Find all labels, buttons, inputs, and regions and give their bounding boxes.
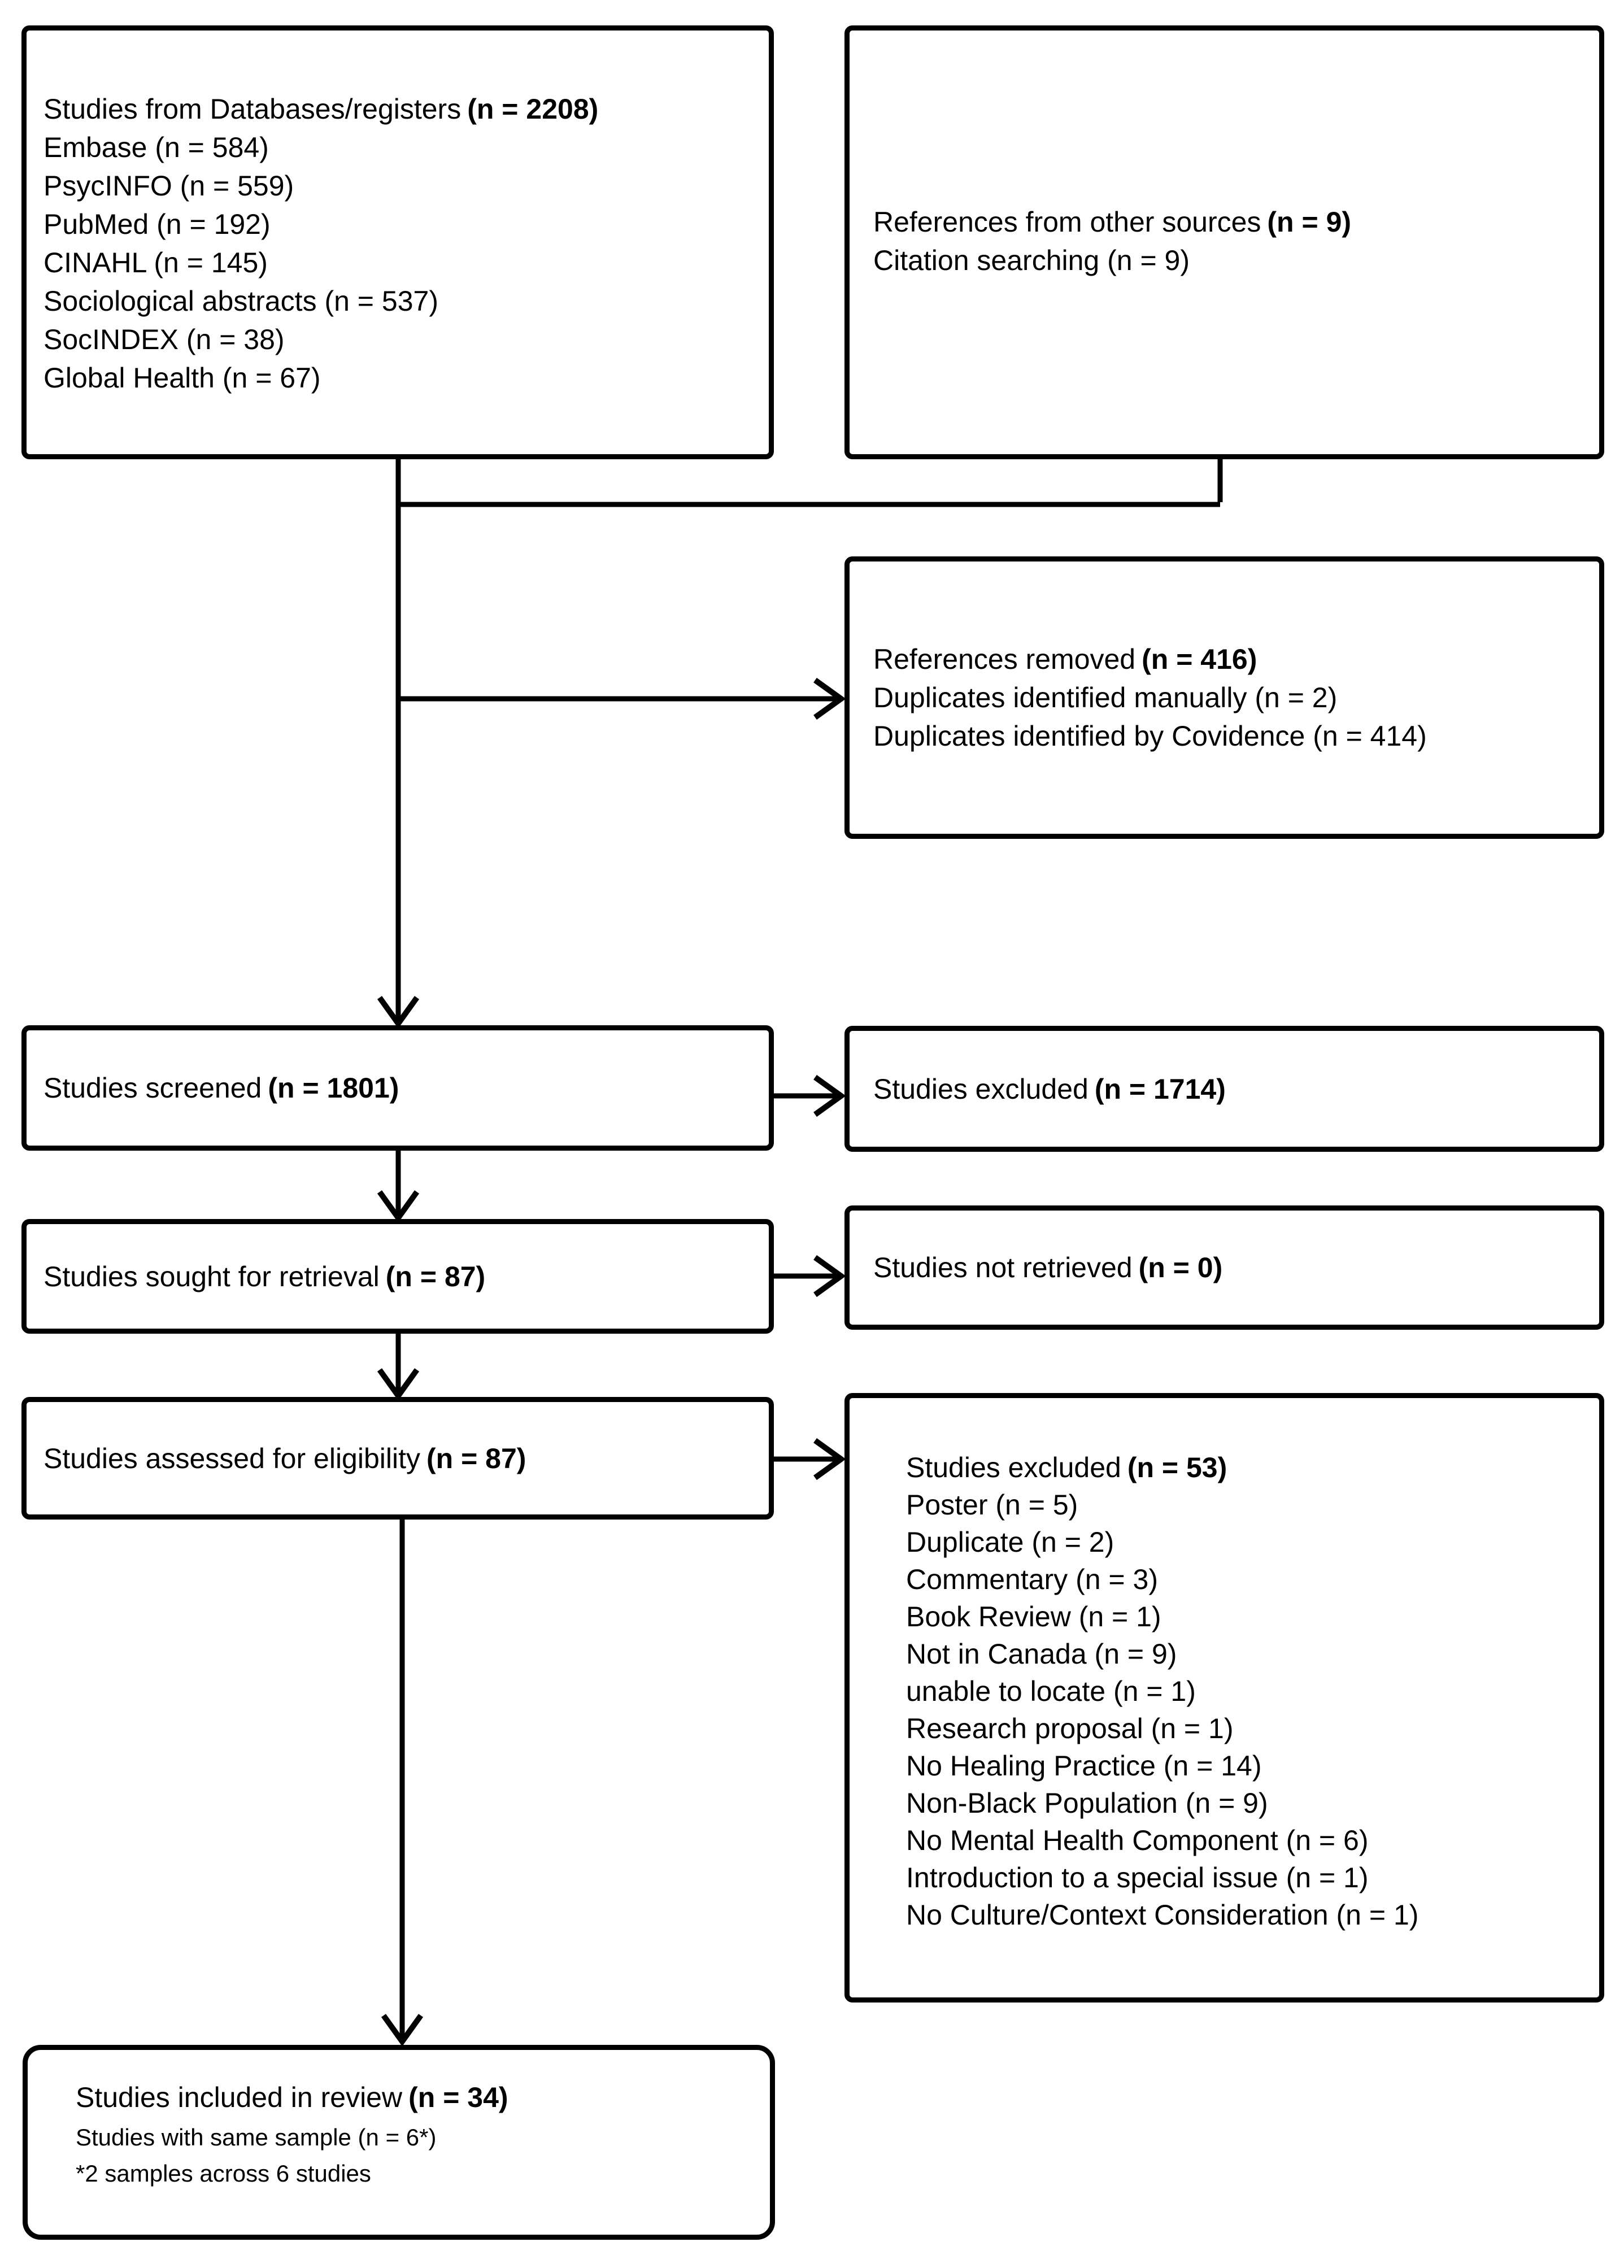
exclusion-reason: Commentary (n = 3) xyxy=(906,1564,1158,1595)
box-title: References removed(n = 416) xyxy=(873,640,1599,678)
database-item: Global Health (n = 67) xyxy=(43,362,321,394)
exclusion-reason: Research proposal (n = 1) xyxy=(906,1713,1234,1744)
box-title: References from other sources(n = 9) xyxy=(873,203,1585,241)
title-text: Studies assessed for eligibility xyxy=(43,1442,420,1474)
box-studies-screened: Studies screened(n = 1801) xyxy=(21,1025,774,1151)
exclusion-reason: No Culture/Context Consideration (n = 1) xyxy=(906,1899,1419,1931)
box-title: Studies assessed for eligibility(n = 87) xyxy=(43,1439,769,1478)
title-text: Studies not retrieved xyxy=(873,1252,1133,1283)
exclusion-reason: unable to locate (n = 1) xyxy=(906,1675,1196,1707)
title-text: Studies from Databases/registers xyxy=(43,93,461,125)
included-note: Studies with same sample (n = 6*) xyxy=(76,2124,437,2151)
title-count: (n = 87) xyxy=(385,1260,486,1292)
title-count: (n = 53) xyxy=(1127,1452,1227,1483)
exclusion-reason: No Healing Practice (n = 14) xyxy=(906,1750,1262,1782)
box-title: Studies included in review(n = 34) xyxy=(76,2075,756,2119)
arrowhead-down-assessed xyxy=(377,1368,420,1401)
box-references-other-sources: References from other sources(n = 9) Cit… xyxy=(844,25,1604,459)
box-studies-excluded-eligibility: Studies excluded(n = 53) Poster (n = 5) … xyxy=(844,1393,1604,2003)
database-item: PubMed (n = 192) xyxy=(43,208,271,240)
box-title: Studies from Databases/registers(n = 220… xyxy=(43,90,755,128)
box-title: Studies sought for retrieval(n = 87) xyxy=(43,1257,769,1296)
exclusion-reason: Not in Canada (n = 9) xyxy=(906,1638,1177,1670)
exclusion-reason: Introduction to a special issue (n = 1) xyxy=(906,1862,1369,1893)
box-studies-included: Studies included in review(n = 34) Studi… xyxy=(23,2045,775,2240)
exclusion-reason: No Mental Health Component (n = 6) xyxy=(906,1825,1369,1856)
title-text: Studies excluded xyxy=(873,1073,1089,1105)
box-studies-excluded-screening: Studies excluded(n = 1714) xyxy=(844,1026,1604,1152)
title-count: (n = 1714) xyxy=(1094,1073,1226,1105)
title-text: Studies included in review xyxy=(76,2082,403,2113)
box-studies-from-databases: Studies from Databases/registers(n = 220… xyxy=(21,25,774,459)
exclusion-reason: Poster (n = 5) xyxy=(906,1489,1078,1521)
arrowhead-down-screening xyxy=(377,996,420,1029)
box-studies-assessed-eligibility: Studies assessed for eligibility(n = 87) xyxy=(21,1397,774,1520)
database-item: Sociological abstracts (n = 537) xyxy=(43,285,438,317)
arrowhead-right-excluded-eligibility xyxy=(813,1438,846,1481)
arrowhead-down-sought xyxy=(377,1190,420,1223)
database-item: SocINDEX (n = 38) xyxy=(43,324,285,355)
title-text: Studies excluded xyxy=(906,1452,1121,1483)
arrowhead-right-references-removed xyxy=(813,677,846,720)
included-footnote: *2 samples across 6 studies xyxy=(76,2160,371,2187)
box-title: Studies excluded(n = 1714) xyxy=(873,1070,1599,1108)
box-studies-sought-retrieval: Studies sought for retrieval(n = 87) xyxy=(21,1219,774,1334)
box-studies-not-retrieved: Studies not retrieved(n = 0) xyxy=(844,1205,1604,1330)
title-count: (n = 0) xyxy=(1138,1252,1223,1283)
title-count: (n = 34) xyxy=(408,2082,508,2113)
title-text: Studies sought for retrieval xyxy=(43,1260,380,1292)
title-text: Studies screened xyxy=(43,1072,262,1104)
box-references-removed: References removed(n = 416) Duplicates i… xyxy=(844,556,1604,839)
arrowhead-right-excluded-screening xyxy=(813,1074,846,1117)
box-title: Studies screened(n = 1801) xyxy=(43,1069,769,1107)
removed-item: Duplicates identified manually (n = 2) xyxy=(873,682,1338,713)
removed-item: Duplicates identified by Covidence (n = … xyxy=(873,720,1427,752)
title-text: References from other sources xyxy=(873,206,1261,238)
box-title: Studies excluded(n = 53) xyxy=(906,1449,1585,1486)
database-item: Embase (n = 584) xyxy=(43,132,269,163)
exclusion-reason: Duplicate (n = 2) xyxy=(906,1526,1114,1558)
title-count: (n = 87) xyxy=(426,1442,526,1474)
exclusion-reason: Non-Black Population (n = 9) xyxy=(906,1787,1268,1819)
title-count: (n = 416) xyxy=(1142,643,1257,675)
title-count: (n = 2208) xyxy=(467,93,599,125)
title-text: References removed xyxy=(873,643,1136,675)
title-count: (n = 1801) xyxy=(268,1072,399,1104)
arrowhead-right-notretrieved xyxy=(813,1255,846,1298)
title-count: (n = 9) xyxy=(1267,206,1352,238)
box-title: Studies not retrieved(n = 0) xyxy=(873,1248,1599,1287)
arrowhead-down-included xyxy=(381,2014,424,2047)
source-item: Citation searching (n = 9) xyxy=(873,245,1190,276)
exclusion-reason: Book Review (n = 1) xyxy=(906,1601,1161,1633)
database-item: PsycINFO (n = 559) xyxy=(43,170,294,202)
database-item: CINAHL (n = 145) xyxy=(43,247,268,278)
